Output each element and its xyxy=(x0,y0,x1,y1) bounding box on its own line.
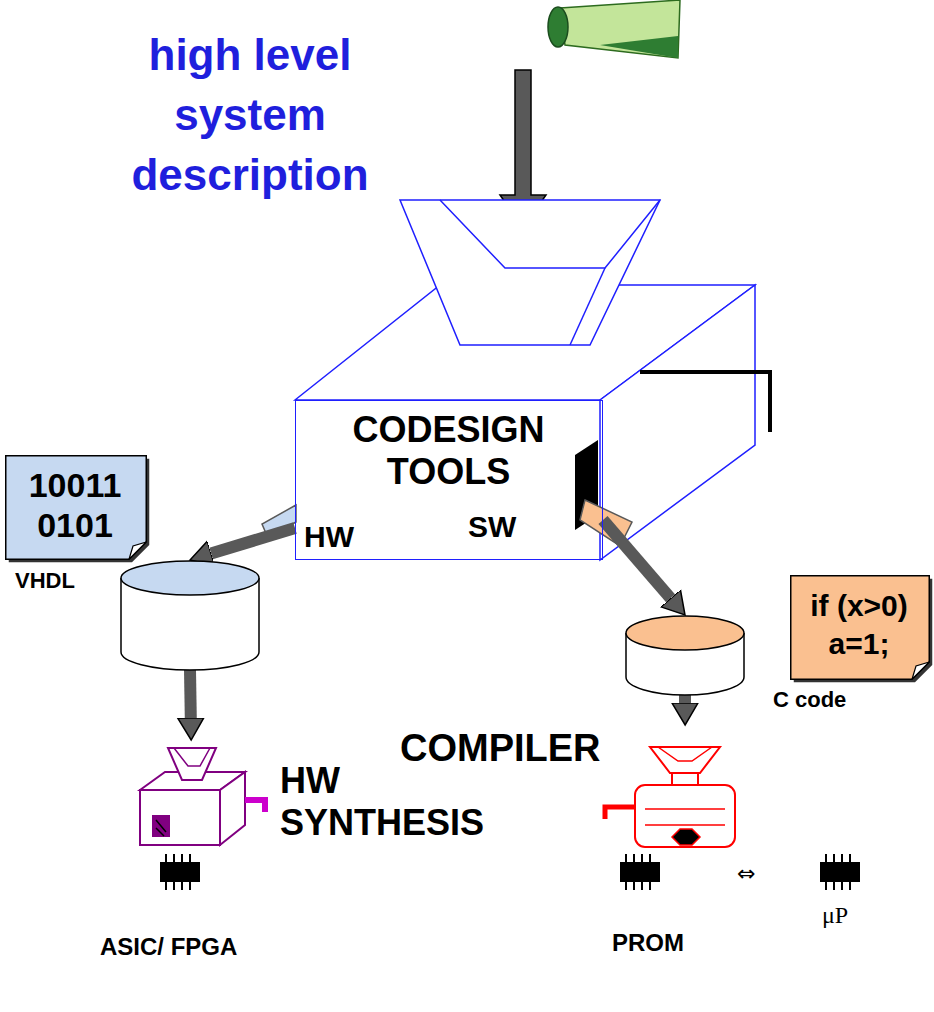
store-top xyxy=(121,561,259,595)
tube-body xyxy=(560,0,680,58)
codesign-tools-box: CODESIGN TOOLS HW SW xyxy=(295,400,603,560)
target-label: ASIC/ FPGA xyxy=(100,932,237,962)
note-fold xyxy=(129,542,146,559)
machine-funnel xyxy=(168,748,216,780)
machine-front xyxy=(140,790,220,845)
grinder-handle xyxy=(605,807,635,819)
store-label: VHDL xyxy=(15,568,75,594)
machine-side xyxy=(220,772,245,845)
grinder-lines xyxy=(645,809,725,825)
node-label: 10011 0101 xyxy=(5,465,145,545)
title-text: high level system description xyxy=(95,25,405,205)
funnel-inner xyxy=(440,200,660,268)
machine-funnel-inner xyxy=(174,748,210,766)
grinder-body xyxy=(635,785,735,847)
target-label: PROM xyxy=(612,928,684,958)
lever xyxy=(640,372,770,432)
store-label: C code xyxy=(773,687,846,713)
note-fold xyxy=(912,662,929,679)
vhdl-store-outline xyxy=(120,560,260,670)
note-sheet xyxy=(6,456,147,560)
c-code-store-outline xyxy=(625,615,745,695)
node-label: if (x>0) a=1; xyxy=(790,587,928,663)
binary-note: 10011 0101 xyxy=(5,455,147,560)
c-code-store: C code xyxy=(625,615,745,695)
grinder-funnel xyxy=(650,747,720,773)
machine-door-lines xyxy=(156,820,166,836)
funnel-edge xyxy=(570,268,605,345)
chip-pins xyxy=(826,854,850,890)
machine-door xyxy=(152,815,170,837)
grinder-outlet xyxy=(672,829,700,845)
note-sheet xyxy=(791,576,930,680)
funnel-rim xyxy=(400,200,660,345)
tube-shade xyxy=(600,36,678,58)
vhdl-store: VHDL xyxy=(120,560,260,670)
store-top xyxy=(626,616,744,650)
grinder-funnel-inner xyxy=(658,747,712,761)
chip-pins xyxy=(166,854,190,890)
flow-arrow xyxy=(603,520,671,598)
node-label: HW SYNTHESIS xyxy=(280,760,515,844)
grinder-neck xyxy=(672,773,698,785)
flow-arrow xyxy=(679,695,691,703)
chip-pins xyxy=(626,854,650,890)
node-label: HW xyxy=(304,519,354,555)
asic-chip xyxy=(160,854,200,890)
c-code-note: if (x>0) a=1; xyxy=(790,575,930,680)
pouring-tube xyxy=(548,0,680,58)
node-label: CODESIGN TOOLS xyxy=(296,409,601,493)
compiler-machine: COMPILER xyxy=(400,725,730,860)
link-symbol: ⇔ xyxy=(737,860,755,888)
target-label: μP xyxy=(822,900,848,930)
node-label: COMPILER xyxy=(400,725,601,771)
input-funnel xyxy=(400,200,660,345)
flow-arrow xyxy=(211,528,295,554)
prom-chip xyxy=(620,854,660,890)
microprocessor-chip xyxy=(820,854,860,890)
machine-handle xyxy=(245,800,265,812)
tube-mouth xyxy=(548,7,568,47)
node-label: SW xyxy=(468,509,516,545)
flow-arrow xyxy=(184,670,197,718)
